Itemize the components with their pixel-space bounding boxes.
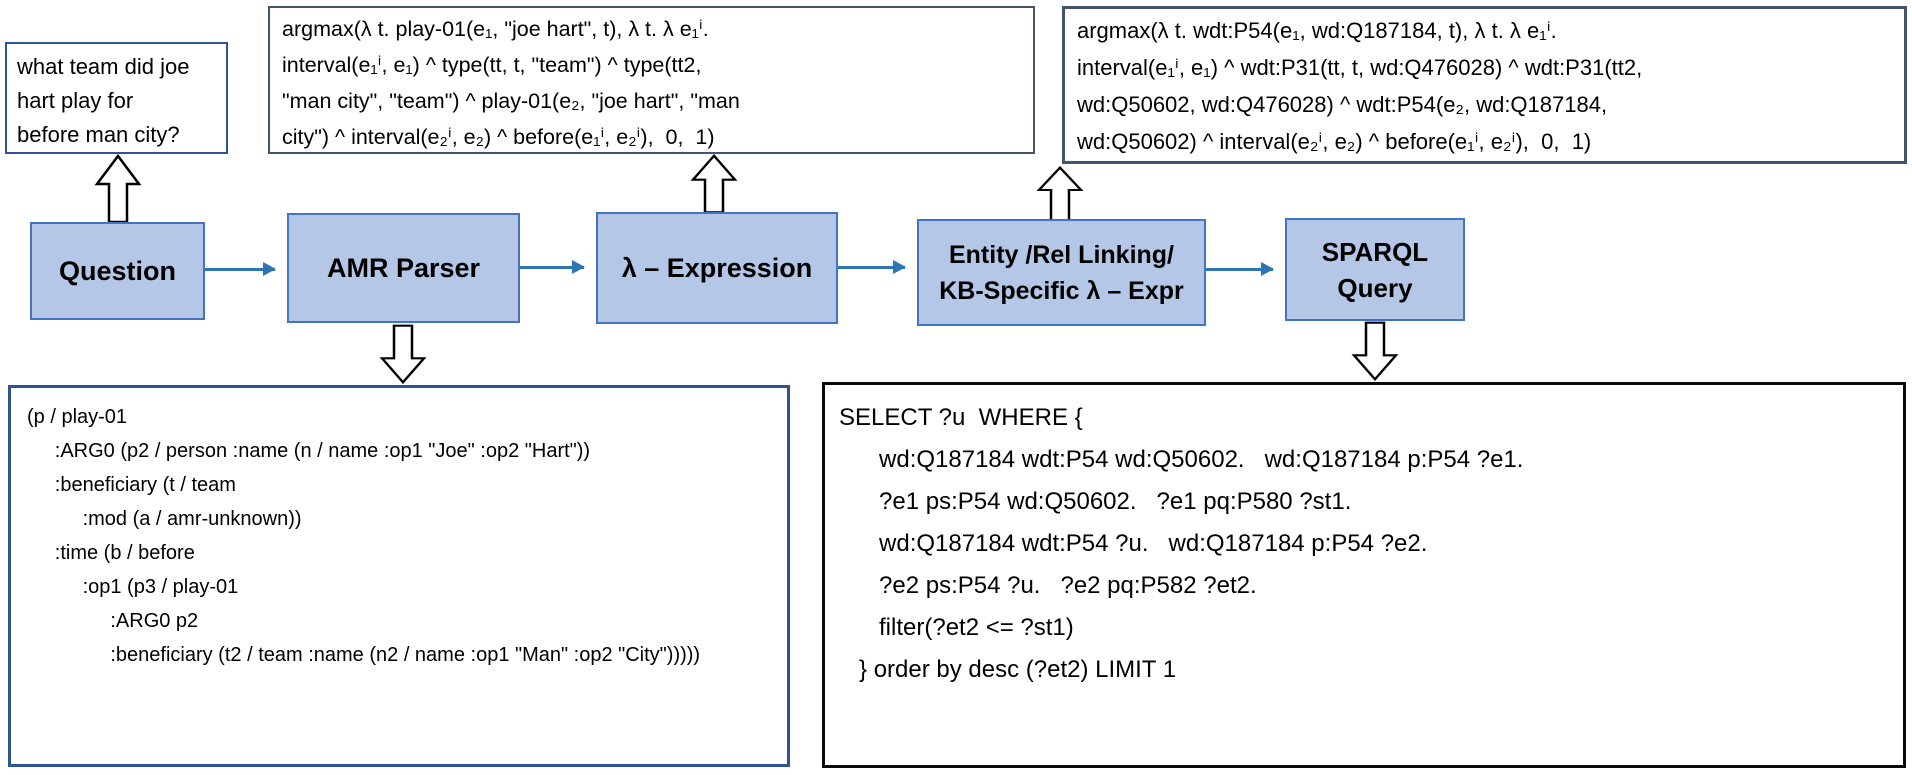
up-block-arrow-icon bbox=[88, 154, 148, 224]
amr-parse-text-box: (p / play-01 :ARG0 (p2 / person :name (n… bbox=[8, 385, 790, 767]
sparql-query-text-box: SELECT ?u WHERE { wd:Q187184 wdt:P54 wd:… bbox=[822, 382, 1906, 768]
lambda-expression-text-box: argmax(λ t. play-01(e₁, "joe hart", t), … bbox=[268, 6, 1035, 154]
up-block-arrow-icon bbox=[684, 154, 744, 214]
flow-arrow-icon bbox=[838, 260, 906, 274]
up-block-arrow-icon bbox=[1030, 166, 1090, 222]
down-block-arrow-icon bbox=[373, 324, 433, 384]
flow-box-lambda-expression: λ – Expression bbox=[596, 212, 838, 324]
flow-arrow-icon bbox=[1206, 262, 1274, 276]
flow-arrow-icon bbox=[520, 260, 585, 274]
flow-box-question: Question bbox=[30, 222, 205, 320]
down-block-arrow-icon bbox=[1345, 321, 1405, 381]
kb-specific-lambda-text-box: argmax(λ t. wdt:P54(e₁, wd:Q187184, t), … bbox=[1062, 6, 1907, 164]
flow-box-entity-rel-linking: Entity /Rel Linking/ KB-Specific λ – Exp… bbox=[917, 219, 1206, 326]
flow-box-amr-parser: AMR Parser bbox=[287, 213, 520, 323]
flow-box-sparql-query: SPARQL Query bbox=[1285, 218, 1465, 321]
flow-arrow-icon bbox=[205, 262, 276, 276]
question-text-box: what team did joe hart play for before m… bbox=[5, 42, 228, 154]
